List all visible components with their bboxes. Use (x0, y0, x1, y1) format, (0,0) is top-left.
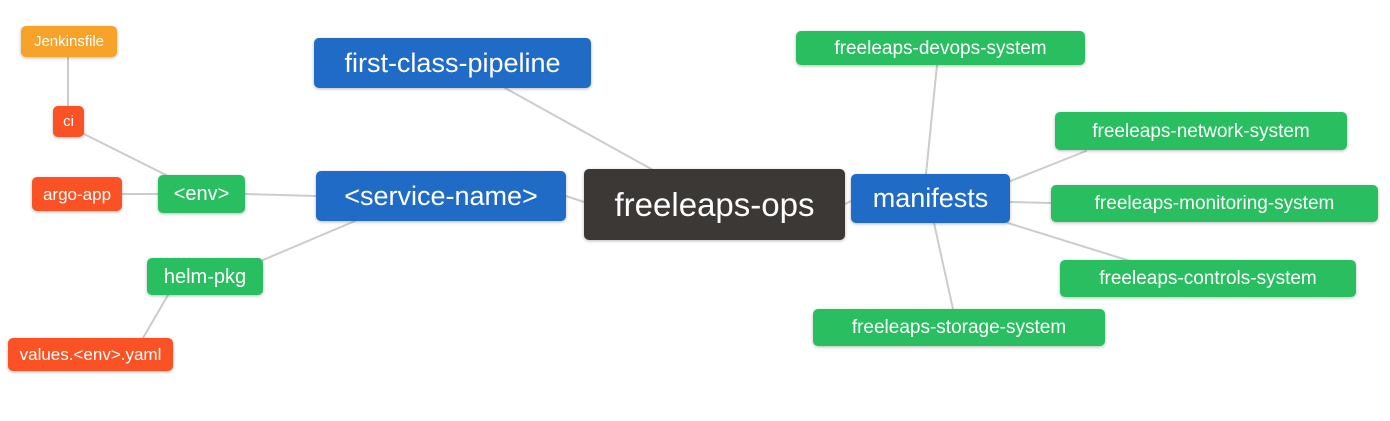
node-jenkinsfile[interactable]: Jenkinsfile (21, 26, 117, 57)
edge-manifests-controls (1007, 222, 1131, 262)
node-manifests[interactable]: manifests (851, 174, 1010, 223)
edge-env-service-name (244, 193, 317, 197)
edge-values-helm-pkg (142, 294, 169, 339)
node-env[interactable]: <env> (158, 175, 245, 213)
edge-manifests-storage (933, 222, 954, 310)
edge-manifests-monitoring (1009, 201, 1052, 204)
edge-freeleaps-ops-manifests (844, 200, 852, 205)
edge-service-name-freeleaps-ops (565, 195, 585, 203)
node-freeleaps-devops-system[interactable]: freeleaps-devops-system (796, 31, 1085, 65)
node-ci[interactable]: ci (53, 106, 84, 137)
edge-helm-pkg-service-name (262, 220, 356, 261)
node-argo-app[interactable]: argo-app (32, 177, 122, 211)
edge-pipeline-freeleaps-ops (504, 87, 654, 171)
edge-manifests-network (1007, 150, 1087, 183)
edge-ci-env (83, 133, 171, 178)
node-first-class-pipeline[interactable]: first-class-pipeline (314, 38, 591, 88)
node-values-env-yaml[interactable]: values.<env>.yaml (8, 338, 173, 371)
node-freeleaps-network-system[interactable]: freeleaps-network-system (1055, 112, 1347, 150)
node-freeleaps-storage-system[interactable]: freeleaps-storage-system (813, 309, 1105, 346)
node-freeleaps-ops[interactable]: freeleaps-ops (584, 169, 845, 240)
node-service-name[interactable]: <service-name> (316, 171, 566, 221)
node-helm-pkg[interactable]: helm-pkg (147, 258, 263, 295)
node-freeleaps-monitoring-system[interactable]: freeleaps-monitoring-system (1051, 185, 1378, 222)
node-freeleaps-controls-system[interactable]: freeleaps-controls-system (1060, 260, 1356, 297)
edge-manifests-devops (925, 64, 938, 175)
